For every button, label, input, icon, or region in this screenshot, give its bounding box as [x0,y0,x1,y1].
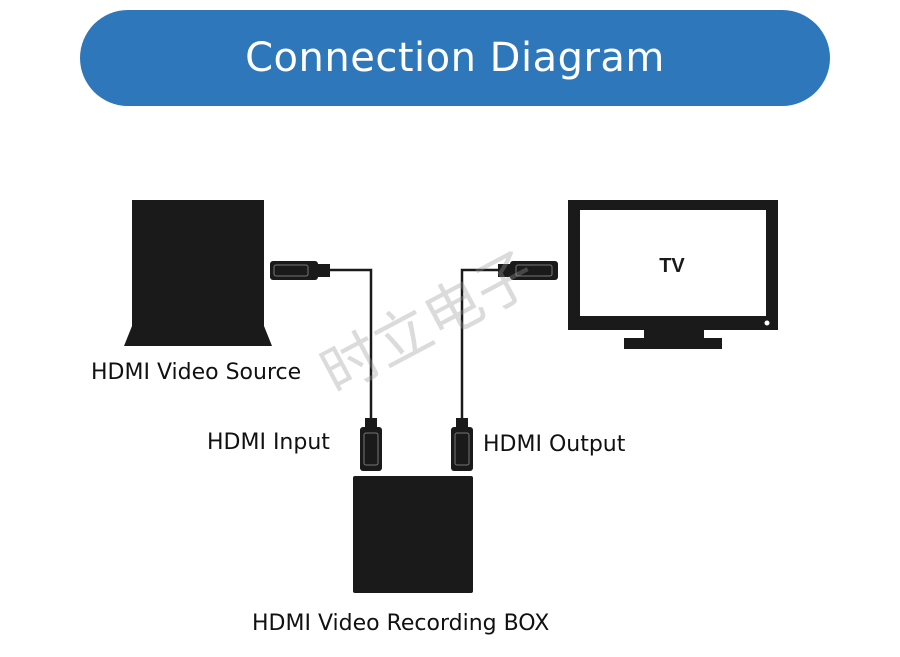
output-port-label: HDMI Output [483,432,626,457]
title-banner: Connection Diagram [80,10,830,106]
hdmi-plug-icon [498,261,558,280]
output-cable [460,268,502,422]
input-port-label: HDMI Input [207,430,330,455]
tv-icon [568,200,778,349]
watermark: 时立电子 [310,238,547,407]
box-label: HDMI Video Recording BOX [252,611,550,636]
laptop-icon [124,200,272,346]
hdmi-plug-icon [270,261,330,280]
page-title: Connection Diagram [245,35,665,81]
hdmi-plug-icon [360,418,382,471]
tv-screen-label: TV [659,255,685,277]
hdmi-plug-icon [451,418,473,471]
recording-box-icon [353,476,473,593]
source-label: HDMI Video Source [91,360,302,385]
input-cable [330,268,373,422]
